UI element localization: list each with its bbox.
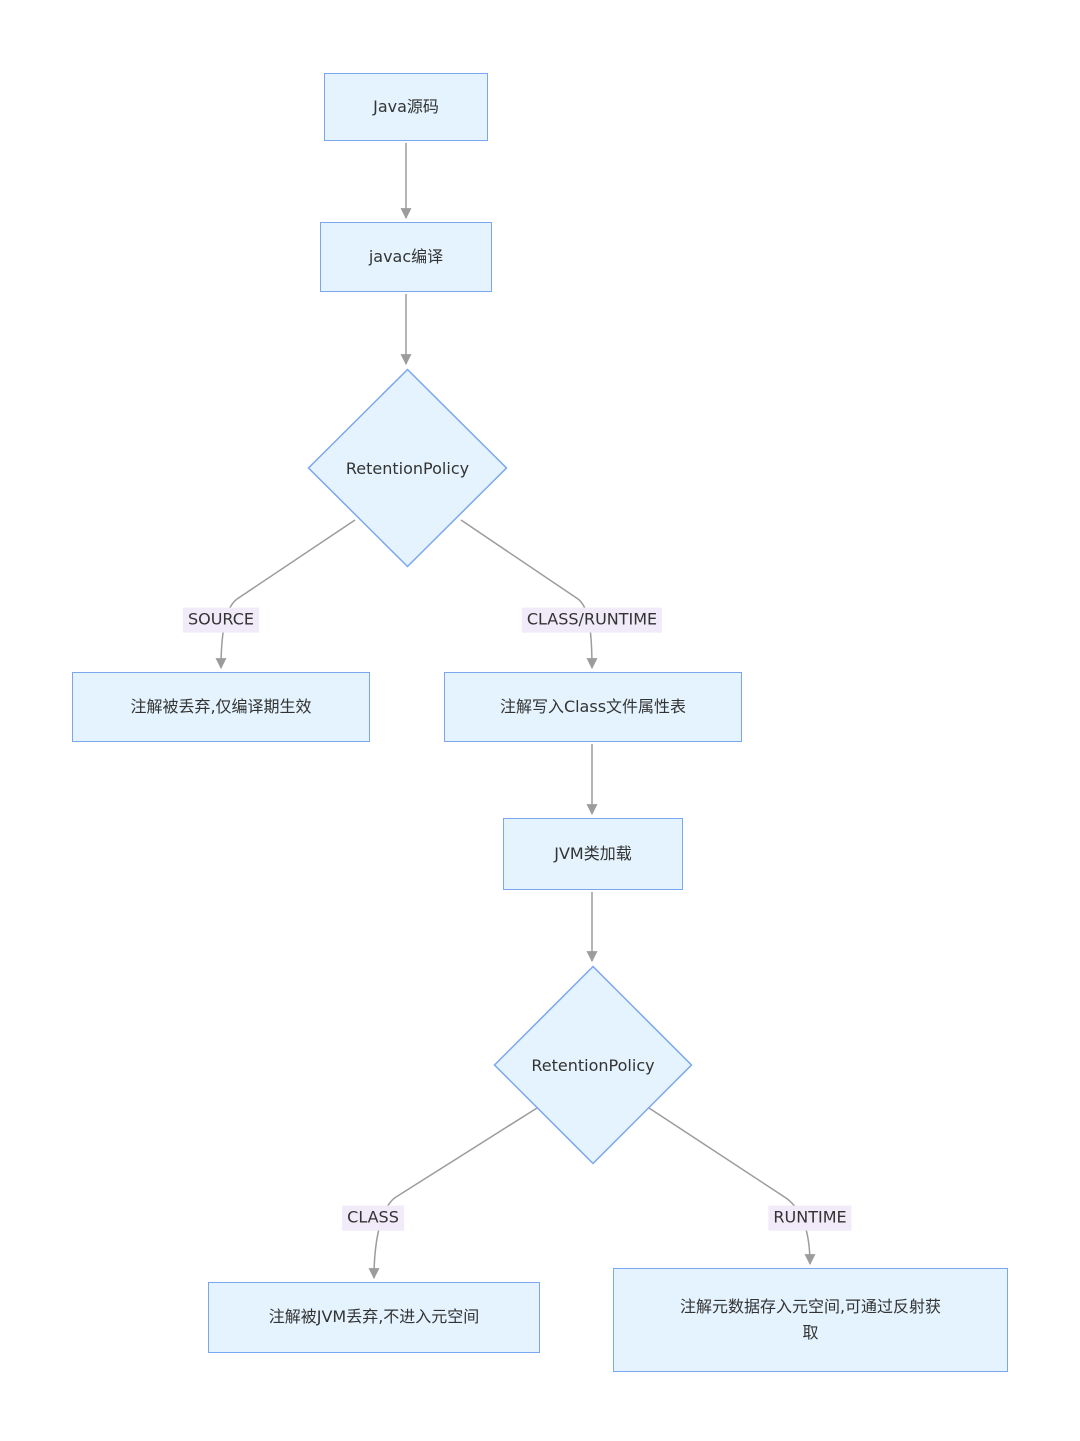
decision-retention-policy-2: RetentionPolicy bbox=[493, 965, 693, 1165]
node-class-result-label: 注解被JVM丢弃,不进入元空间 bbox=[268, 1307, 480, 1327]
node-java-source-label: Java源码 bbox=[373, 96, 439, 116]
node-source-result-label: 注解被丢弃,仅编译期生效 bbox=[130, 696, 312, 716]
node-javac-compile-label: javac编译 bbox=[368, 246, 444, 266]
edge-label-class: CLASS bbox=[342, 1205, 404, 1231]
edge-label-runtime: RUNTIME bbox=[768, 1205, 852, 1231]
node-runtime-result-label: 注解元数据存入元空间,可通过反射获 取 bbox=[679, 1296, 942, 1342]
decision-retention-policy-2-label: RetentionPolicy bbox=[531, 1055, 655, 1075]
edge-label-source: SOURCE bbox=[182, 607, 260, 633]
edge-label-class-runtime: CLASS/RUNTIME bbox=[521, 607, 663, 633]
node-class-result: 注解被JVM丢弃,不进入元空间 bbox=[208, 1282, 540, 1353]
decision-retention-policy-1: RetentionPolicy bbox=[307, 368, 508, 568]
node-class-file-result: 注解写入Class文件属性表 bbox=[444, 672, 742, 742]
node-javac-compile: javac编译 bbox=[320, 222, 492, 292]
node-java-source: Java源码 bbox=[324, 73, 488, 141]
node-jvm-class-load-label: JVM类加载 bbox=[554, 843, 632, 863]
node-class-file-result-label: 注解写入Class文件属性表 bbox=[499, 696, 687, 716]
decision-retention-policy-1-label: RetentionPolicy bbox=[345, 458, 470, 478]
node-runtime-result: 注解元数据存入元空间,可通过反射获 取 bbox=[613, 1268, 1008, 1372]
diamond-shape bbox=[493, 965, 693, 1165]
node-source-result: 注解被丢弃,仅编译期生效 bbox=[72, 672, 370, 742]
node-jvm-class-load: JVM类加载 bbox=[503, 818, 683, 890]
diamond-shape bbox=[307, 368, 508, 568]
